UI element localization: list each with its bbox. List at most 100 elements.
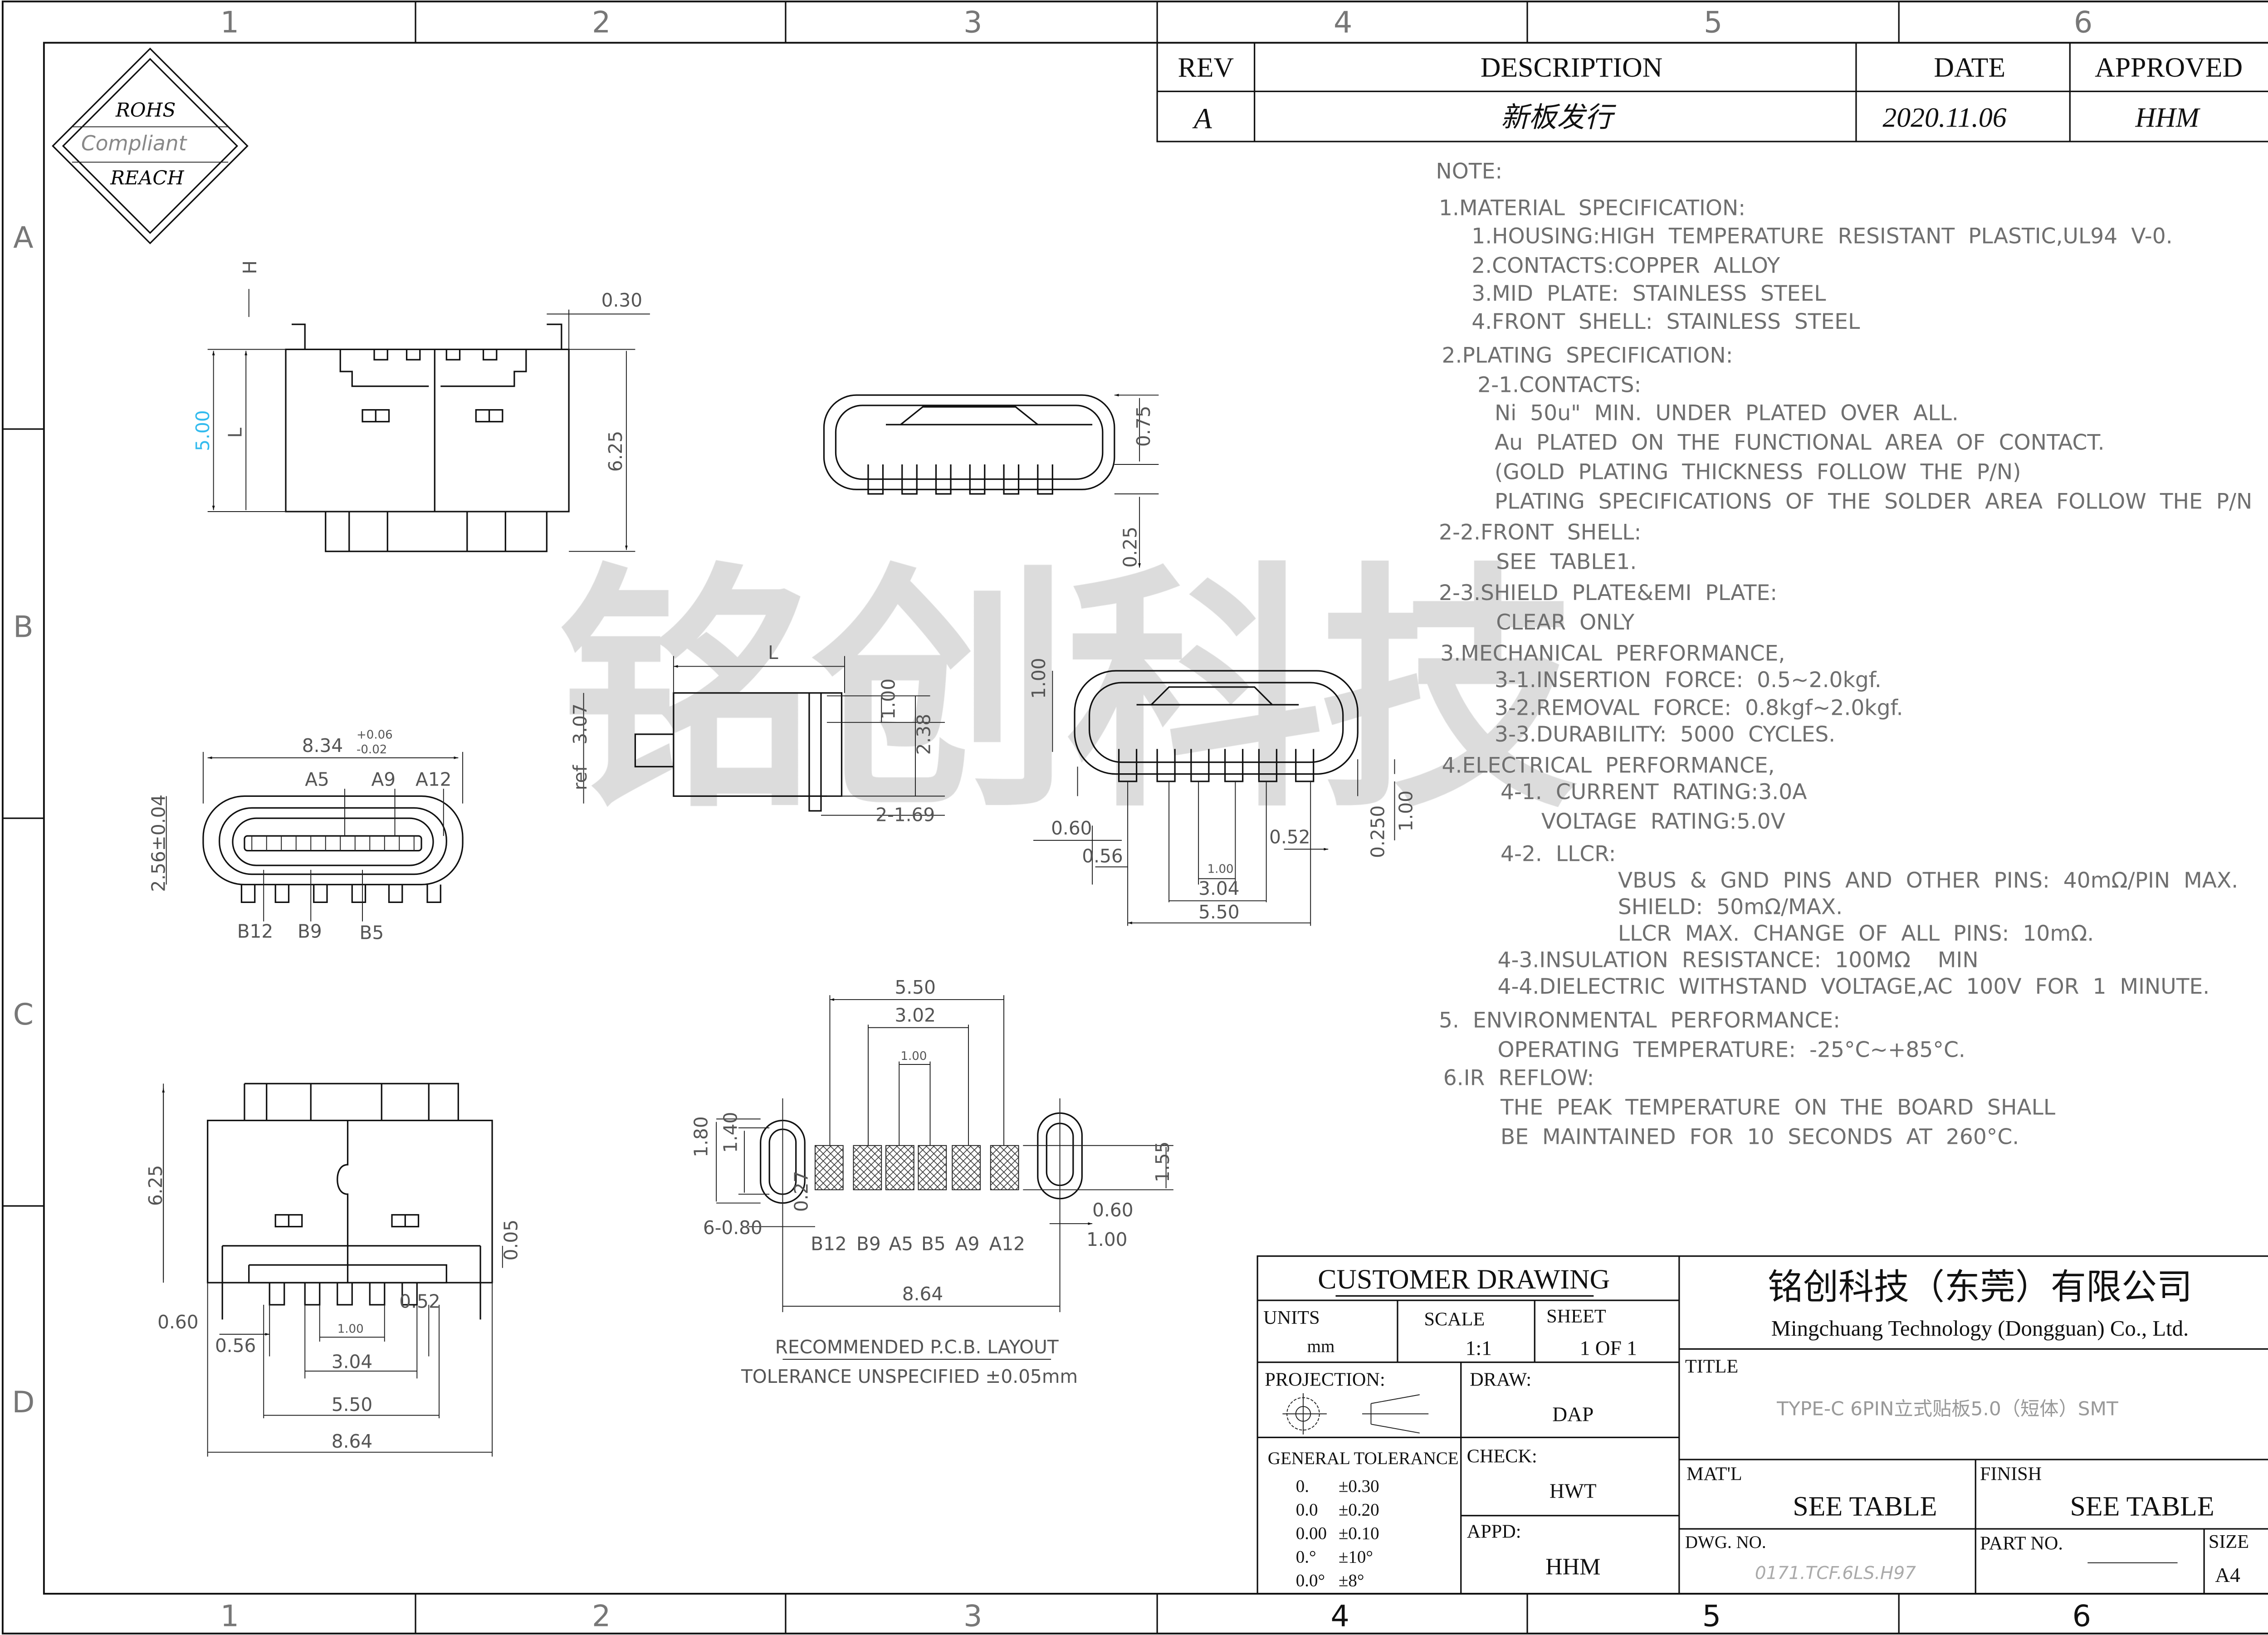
dim-8-34: 8.34 (302, 735, 343, 756)
pin-label-b9: B9 (298, 920, 322, 942)
title-label: TITLE (1685, 1356, 1738, 1377)
notes-block: NOTE:1.MATERIAL SPECIFICATION: 1.HOUSING… (1436, 159, 2253, 1149)
note-line: Ni 50u" MIN. UNDER PLATED OVER ALL. (1474, 400, 1959, 425)
drawing-title: TYPE-C 6PIN立式贴板5.0（短体）SMT (1776, 1398, 2118, 1420)
pcb-dim-1-80: 1.80 (690, 1116, 712, 1157)
projection-label: PROJECTION: (1265, 1369, 1385, 1391)
dim-1-00-rear: 1.00 (1207, 862, 1234, 876)
units-value: mm (1307, 1337, 1335, 1356)
approved-header: APPROVED (2095, 52, 2243, 83)
company-name-en: Mingchuang Technology (Dongguan) Co., Lt… (1771, 1316, 2189, 1341)
scale-label: SCALE (1424, 1308, 1485, 1330)
tol-value-0: ±0.30 (1339, 1477, 1379, 1496)
dim-0-52-rear: 0.52 (1269, 826, 1310, 848)
grid-row-c: C (13, 998, 34, 1032)
dim-0-25: 0.25 (1119, 527, 1141, 567)
note-line: 4-4.DIELECTRIC WITHSTAND VOLTAGE,AC 100V… (1477, 974, 2210, 999)
note-line: 4-3.INSULATION RESISTANCE: 100MΩ MIN (1477, 947, 1979, 972)
dim-0-56-rear: 0.56 (1082, 845, 1123, 867)
pcb-dim-1-55: 1.55 (1152, 1142, 1173, 1182)
note-line: 6.IR REFLOW: (1443, 1065, 1594, 1090)
dim-8-64-bottom: 8.64 (332, 1430, 372, 1452)
note-line: 3-1.INSERTION FORCE: 0.5~2.0kgf. (1474, 668, 1882, 693)
dwg-no-label: DWG. NO. (1685, 1533, 1766, 1552)
dim-ref: ref (569, 765, 591, 791)
note-line: SHIELD: 50mΩ/MAX. (1557, 894, 1843, 919)
pcb-pin-a5: A5 (889, 1233, 914, 1255)
note-line: 2-3.SHIELD PLATE&EMI PLATE: (1439, 581, 1777, 605)
approved-value: HHM (2135, 102, 2201, 133)
company-name-cn: 铭创科技（东莞）有限公司 (1768, 1267, 2192, 1307)
pcb-pin-b9: B9 (856, 1233, 881, 1255)
grid-col-2: 2 (592, 6, 611, 40)
note-line: OPERATING TEMPERATURE: -25°C~+85°C. (1477, 1038, 1965, 1063)
dim-0-30: 0.30 (601, 289, 642, 311)
tol-precision-0: 0. (1296, 1477, 1309, 1496)
dim-0-250: 0.250 (1367, 805, 1389, 858)
check-label: CHECK: (1467, 1446, 1537, 1467)
finish-value: SEE TABLE (2070, 1491, 2214, 1522)
dim-6-25-bottom: 6.25 (145, 1165, 166, 1206)
dim-l: L (224, 427, 246, 438)
tol-value-1: ±0.20 (1339, 1500, 1379, 1520)
pad-b5 (918, 1145, 947, 1191)
part-no-label: PART NO. (1980, 1533, 2063, 1554)
pcb-caption: RECOMMENDED P.C.B. LAYOUT (775, 1336, 1059, 1358)
rev-header: REV (1178, 52, 1234, 83)
grid-col-4: 4 (1334, 6, 1352, 40)
appd-value: HHM (1545, 1554, 1600, 1580)
rear-view: 1.00 0.60 0.56 1.00 3.04 0.52 5.50 0.250… (1028, 658, 1417, 926)
dim-8-34-tol-plus: +0.06 (357, 728, 393, 742)
size-value: A4 (2215, 1563, 2240, 1586)
note-line: 3.MID PLATE: STAINLESS STEEL (1458, 281, 1826, 306)
grid-col-2-bottom: 2 (592, 1599, 611, 1633)
note-line: CLEAR ONLY (1476, 610, 1634, 635)
tol-precision-4: 0.0° (1296, 1571, 1325, 1591)
date-header: DATE (1934, 52, 2005, 83)
dim-3-04-rear: 3.04 (1198, 878, 1239, 899)
grid-row-a: A (13, 221, 33, 255)
tol-value-3: ±10° (1339, 1547, 1373, 1567)
note-line: 3.MECHANICAL PERFORMANCE, (1440, 641, 1785, 666)
note-line: VOLTAGE RATING:5.0V (1480, 809, 1785, 834)
note-line: 2.CONTACTS:COPPER ALLOY (1458, 253, 1780, 278)
sheet-label: SHEET (1546, 1306, 1606, 1327)
sheet-value: 1 OF 1 (1580, 1336, 1637, 1359)
tol-value-4: ±8° (1339, 1571, 1364, 1591)
grid-col-1-bottom: 1 (220, 1599, 239, 1633)
description-value: 新板发行 (1501, 102, 1617, 133)
draw-label: DRAW: (1470, 1369, 1531, 1391)
dwg-no-value: 0171.TCF.6LS.H97 (1755, 1563, 1916, 1583)
dim-1-00-bottom: 1.00 (337, 1323, 364, 1336)
pad-a5 (885, 1145, 914, 1191)
pcb-layout-view: 5.50 3.02 1.00 1.80 1.40 0.27 1.55 6-0.8… (690, 976, 1173, 1387)
note-line: 4-2. LLCR: (1480, 841, 1616, 866)
note-line: 5. ENVIRONMENTAL PERFORMANCE: (1439, 1008, 1840, 1033)
grid-col-1: 1 (220, 6, 239, 40)
note-line: BE MAINTAINED FOR 10 SECONDS AT 260°C. (1480, 1125, 2019, 1150)
note-line: Au PLATED ON THE FUNCTIONAL AREA OF CONT… (1474, 430, 2105, 455)
grid-row-d: D (12, 1386, 34, 1420)
note-line: VBUS & GND PINS AND OTHER PINS: 40mΩ/PIN… (1557, 868, 2238, 893)
dim-5-50-rear: 5.50 (1198, 901, 1239, 923)
note-line: 4.ELECTRICAL PERFORMANCE, (1442, 753, 1775, 778)
grid-col-6-bottom: 6 (2072, 1599, 2091, 1633)
pcb-dim-1-00: 1.00 (901, 1049, 927, 1063)
dim-1-00-profile: 1.00 (878, 678, 899, 719)
note-line: NOTE: (1436, 159, 1503, 184)
title-block: CUSTOMER DRAWING UNITS mm SCALE 1:1 SHEE… (1256, 1255, 2268, 1595)
pcb-dim-0-60: 0.60 (1092, 1199, 1133, 1221)
pcb-dim-0-27: 0.27 (791, 1171, 812, 1212)
pcb-pin-b12: B12 (811, 1233, 847, 1255)
pin-label-b12: B12 (237, 920, 274, 942)
pin-label-a5: A5 (305, 769, 329, 791)
dim-0-56-bottom: 0.56 (215, 1335, 256, 1357)
pcb-pin-a12: A12 (989, 1233, 1025, 1255)
dim-0-60-rear: 0.60 (1051, 817, 1092, 839)
note-line: 3-2.REMOVAL FORCE: 0.8kgf~2.0kgf. (1474, 696, 1903, 721)
grid-row-labels: A B C D A B C D (12, 221, 34, 1420)
pad-b12 (814, 1145, 844, 1191)
dim-0-05: 0.05 (500, 1220, 522, 1260)
